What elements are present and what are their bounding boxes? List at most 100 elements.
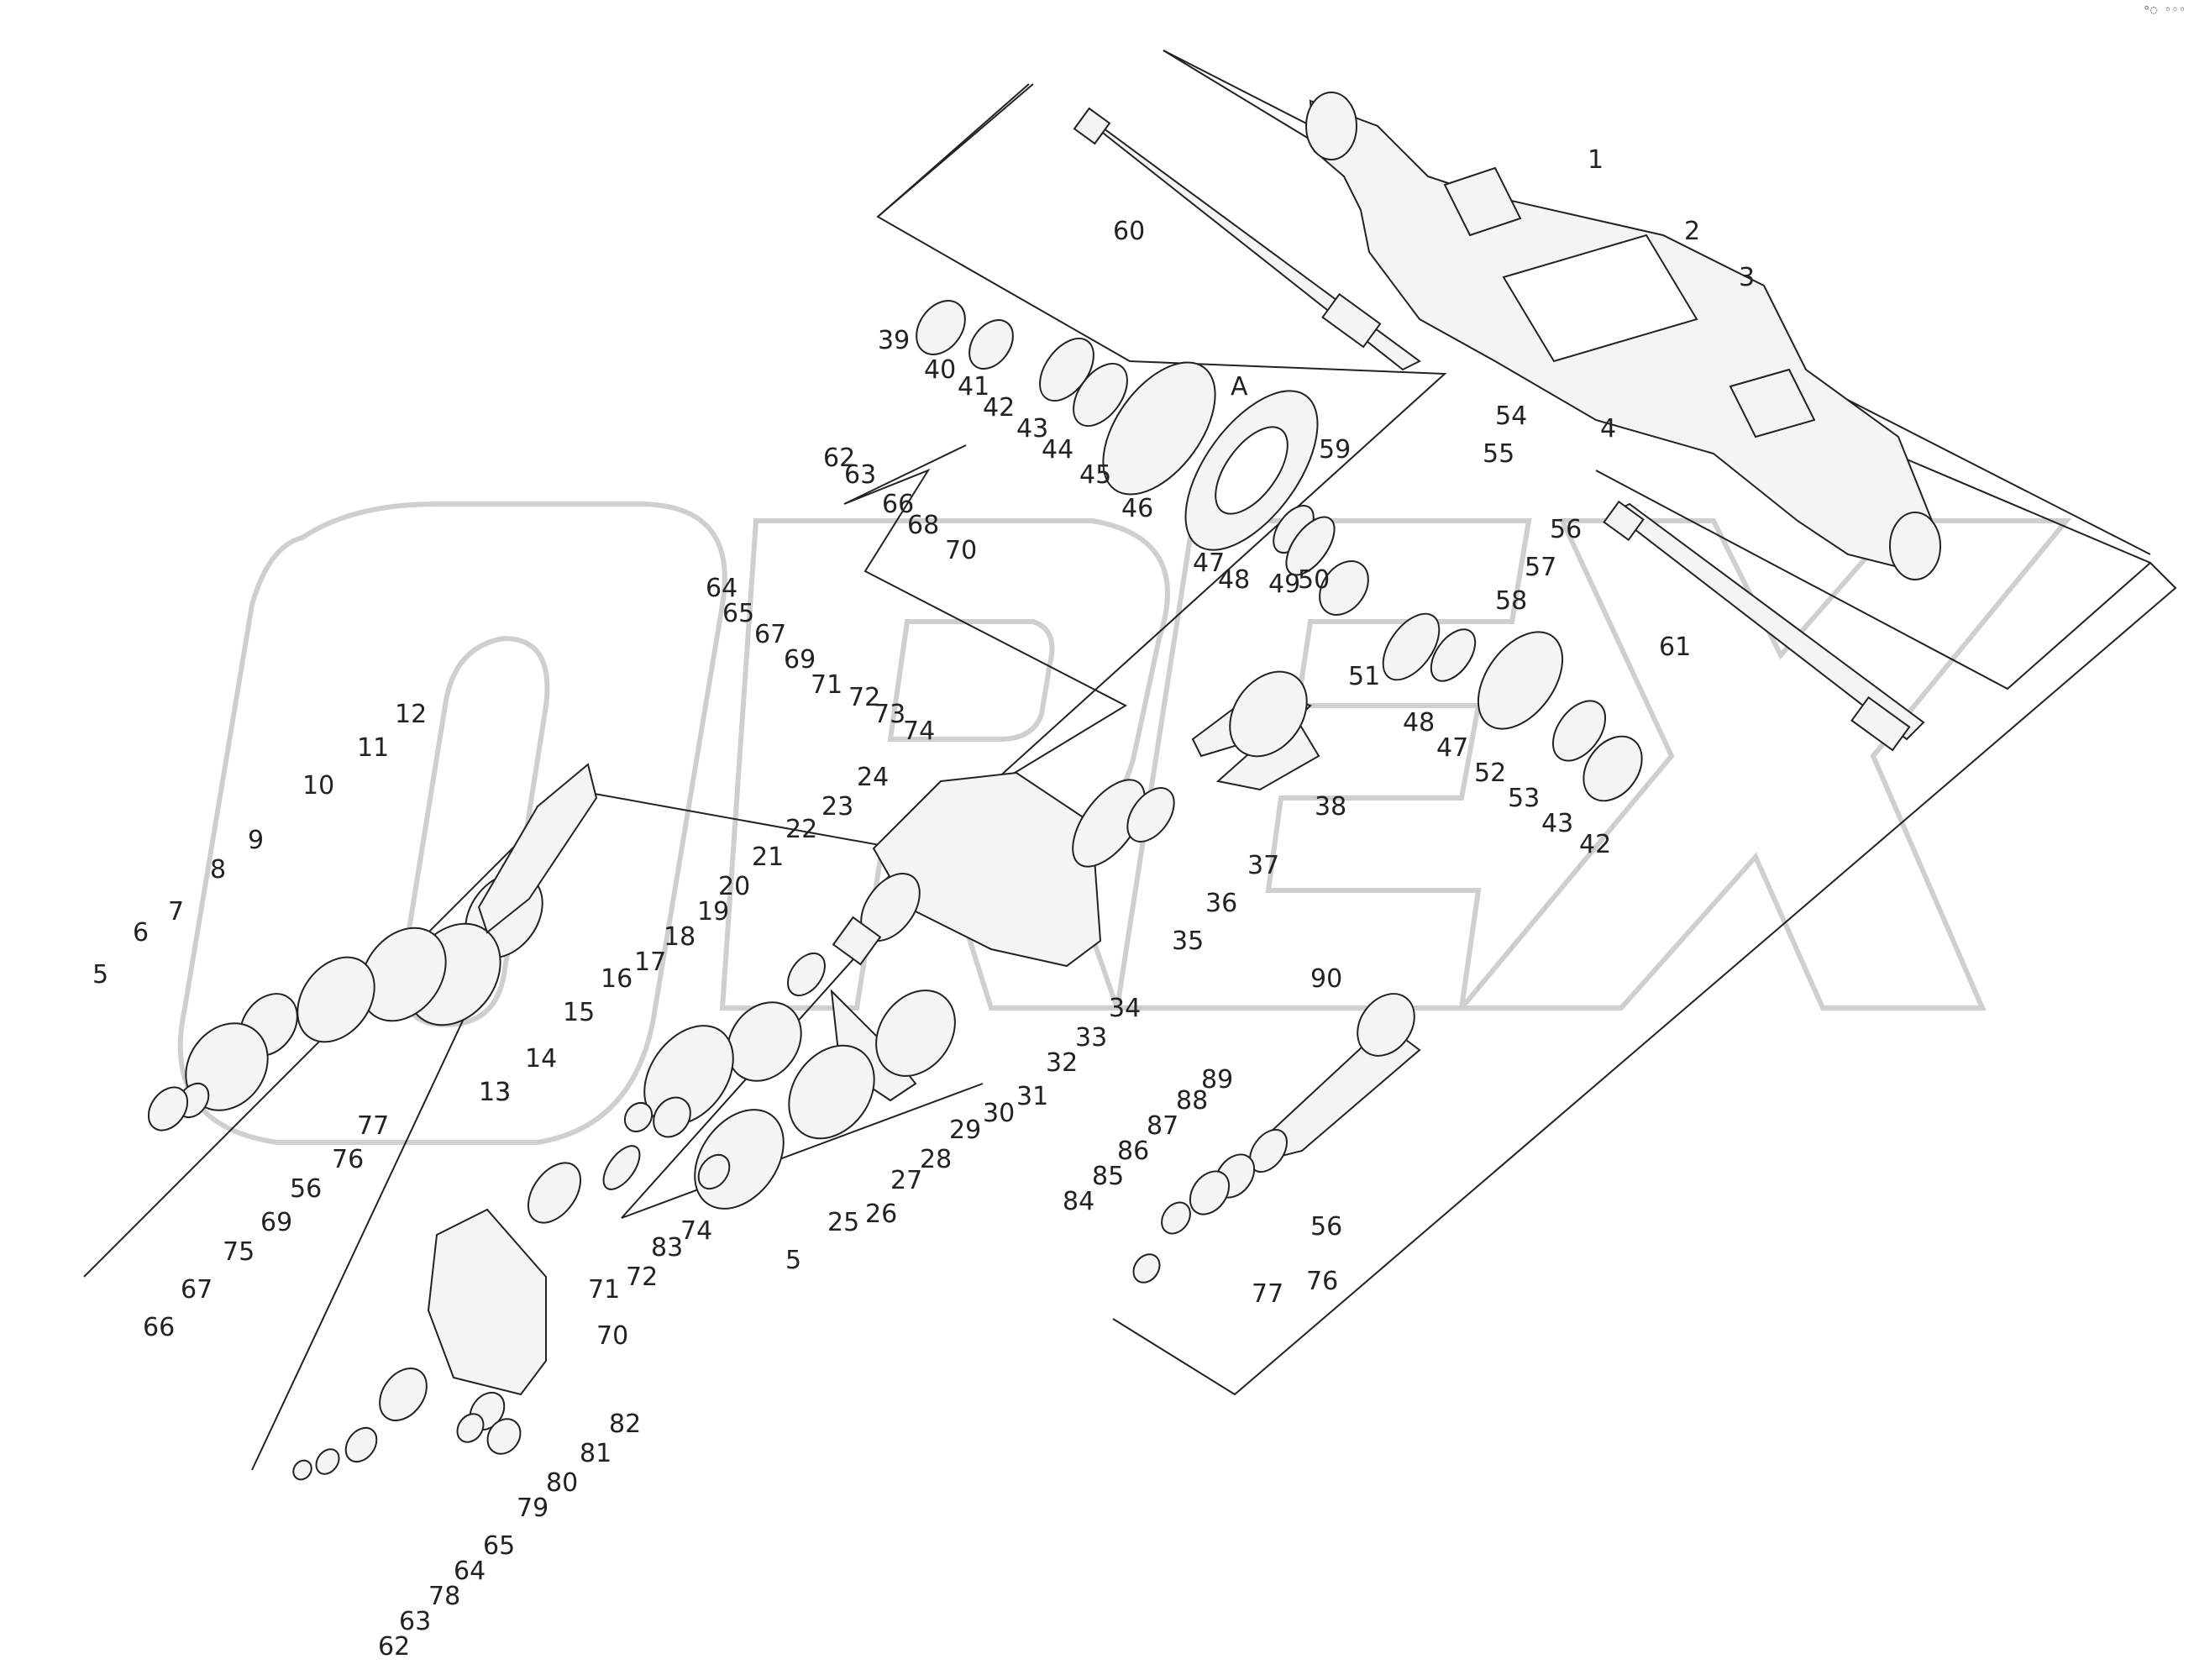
callout-80: 80 — [546, 1468, 578, 1498]
callout-38: 38 — [1315, 792, 1346, 822]
callout-A: A — [1231, 372, 1248, 402]
callout-68: 68 — [907, 511, 939, 540]
callout-72b: 72 — [626, 1263, 658, 1292]
callout-8: 8 — [210, 855, 226, 885]
axle-housing — [1305, 92, 1941, 580]
callout-70b: 70 — [596, 1321, 628, 1351]
callout-75: 75 — [223, 1237, 255, 1267]
callout-66b: 66 — [143, 1313, 175, 1342]
callout-49: 49 — [1268, 570, 1300, 599]
callout-46: 46 — [1121, 494, 1153, 523]
callout-51: 51 — [1348, 662, 1380, 691]
callout-87: 87 — [1147, 1111, 1178, 1141]
callout-74b: 74 — [680, 1216, 712, 1246]
callout-77c: 77 — [357, 1111, 389, 1141]
callout-12: 12 — [395, 700, 427, 729]
callout-4: 4 — [1600, 414, 1616, 444]
callout-7: 7 — [168, 897, 184, 927]
callout-36: 36 — [1205, 889, 1237, 918]
callout-37: 37 — [1247, 851, 1279, 880]
callout-30: 30 — [983, 1099, 1015, 1128]
callout-10: 10 — [302, 771, 334, 801]
callout-40: 40 — [924, 355, 956, 385]
callout-85: 85 — [1092, 1162, 1124, 1191]
callout-31: 31 — [1016, 1082, 1048, 1111]
callout-56b: 56 — [1310, 1212, 1342, 1242]
callout-69b: 69 — [260, 1208, 292, 1237]
callout-64b: 64 — [454, 1557, 486, 1586]
callout-71b: 71 — [588, 1275, 620, 1305]
callout-81: 81 — [580, 1439, 611, 1468]
callout-78: 78 — [428, 1582, 460, 1611]
callout-44: 44 — [1042, 435, 1073, 465]
callout-47b: 47 — [1436, 733, 1468, 763]
callout-57: 57 — [1525, 553, 1556, 582]
callout-56: 56 — [1550, 515, 1582, 544]
callout-79: 79 — [517, 1494, 548, 1523]
callout-22: 22 — [785, 815, 817, 844]
callout-63: 63 — [844, 460, 876, 490]
callout-67b: 67 — [181, 1275, 213, 1305]
callout-1: 1 — [1588, 145, 1604, 175]
callout-14: 14 — [525, 1044, 557, 1074]
callout-35: 35 — [1172, 927, 1204, 956]
differential-cluster — [916, 300, 1643, 802]
callout-29: 29 — [949, 1116, 981, 1145]
callout-2: 2 — [1684, 217, 1700, 246]
callout-48: 48 — [1218, 565, 1250, 595]
callout-65: 65 — [722, 599, 754, 628]
callout-34: 34 — [1109, 994, 1141, 1023]
callout-42b: 42 — [1579, 830, 1611, 859]
callout-48b: 48 — [1403, 708, 1435, 738]
callout-41: 41 — [958, 372, 989, 402]
callout-53: 53 — [1508, 784, 1540, 813]
callout-89: 89 — [1201, 1065, 1233, 1095]
callout-69: 69 — [784, 645, 816, 675]
callout-26: 26 — [865, 1200, 897, 1229]
callout-65b: 65 — [483, 1531, 515, 1561]
callout-6: 6 — [133, 918, 149, 948]
callout-5: 5 — [92, 960, 108, 990]
callout-43: 43 — [1016, 414, 1048, 444]
callout-47: 47 — [1193, 549, 1225, 578]
callout-27: 27 — [890, 1166, 922, 1195]
callout-67: 67 — [754, 620, 786, 649]
callout-56c: 56 — [290, 1174, 322, 1204]
callout-84: 84 — [1063, 1187, 1094, 1216]
callout-88: 88 — [1176, 1086, 1208, 1116]
callout-19: 19 — [697, 897, 729, 927]
callout-73: 73 — [874, 700, 905, 729]
callout-62b: 62 — [378, 1632, 410, 1662]
callout-11: 11 — [357, 733, 389, 763]
callout-23: 23 — [821, 792, 853, 822]
callout-76c: 76 — [332, 1145, 364, 1174]
callout-32: 32 — [1046, 1048, 1078, 1078]
cover-assembly — [292, 993, 1421, 1481]
callout-42: 42 — [983, 393, 1015, 423]
callout-82: 82 — [609, 1410, 641, 1439]
callout-72: 72 — [848, 683, 880, 712]
callout-50: 50 — [1298, 565, 1330, 595]
callout-86: 86 — [1117, 1137, 1149, 1166]
callout-28: 28 — [920, 1145, 952, 1174]
callout-33: 33 — [1075, 1023, 1107, 1053]
callout-45: 45 — [1079, 460, 1111, 490]
callout-70: 70 — [945, 536, 977, 565]
assembly-boundaries — [83, 50, 2177, 1471]
callout-18: 18 — [664, 922, 695, 952]
callout-76b: 76 — [1306, 1267, 1338, 1296]
callout-43b: 43 — [1541, 809, 1573, 838]
callout-60: 60 — [1113, 217, 1145, 246]
callout-15: 15 — [563, 998, 595, 1027]
callout-61: 61 — [1659, 633, 1691, 662]
callout-90: 90 — [1310, 964, 1342, 994]
callout-21: 21 — [752, 843, 784, 872]
callout-labels: 1 2 3 4 5 6 7 8 9 10 11 12 13 14 15 16 1… — [92, 145, 1755, 1662]
callout-16: 16 — [601, 964, 632, 994]
callout-25: 25 — [827, 1208, 859, 1237]
callout-24: 24 — [857, 763, 889, 792]
callout-62: 62 — [823, 444, 855, 473]
callout-20: 20 — [718, 872, 750, 901]
callout-58: 58 — [1495, 586, 1527, 616]
